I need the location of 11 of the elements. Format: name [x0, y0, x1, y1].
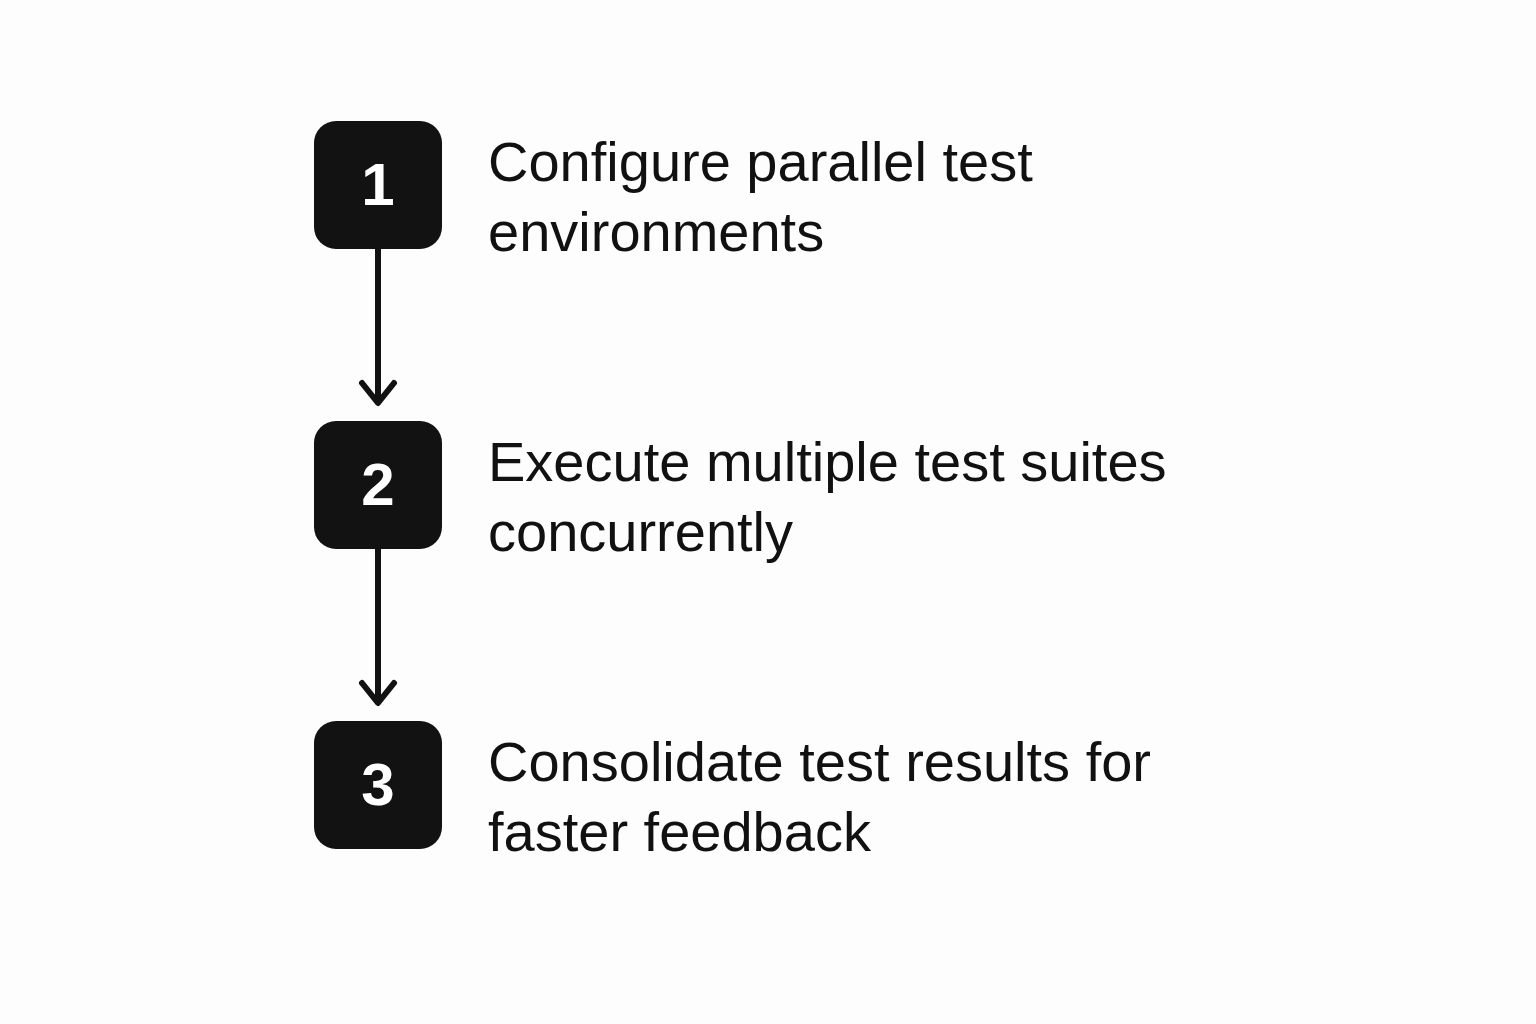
- step-number: 3: [361, 755, 395, 815]
- step-description: Consolidate test results for faster feedback: [488, 729, 1152, 865]
- step-number: 1: [361, 155, 395, 215]
- step-description: Execute multiple test suites concurrently: [488, 429, 1168, 565]
- step-number-box: [314, 721, 442, 849]
- arrow: [359, 549, 397, 706]
- step-number-box: [314, 421, 442, 549]
- step-description: Configure parallel test environments: [488, 129, 1034, 265]
- step-number: 2: [361, 455, 395, 515]
- step-number-box: [314, 121, 442, 249]
- arrow: [359, 249, 397, 406]
